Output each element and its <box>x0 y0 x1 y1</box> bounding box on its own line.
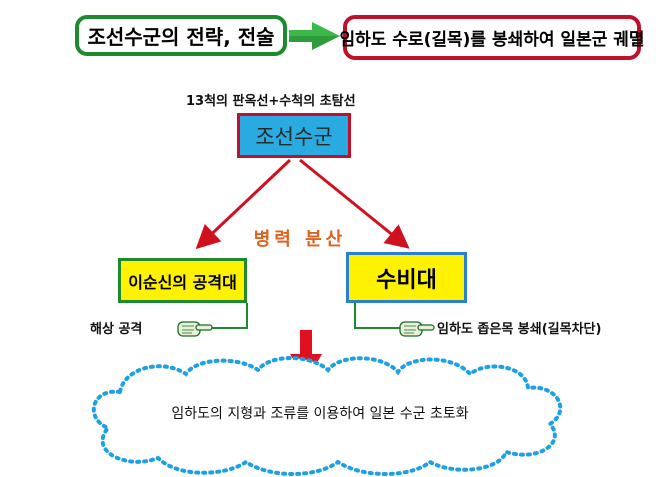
defense-note: 임하도 좁은목 봉쇄(길목차단) <box>437 322 602 337</box>
attack-connector <box>210 303 248 329</box>
defense-connector <box>354 303 400 329</box>
attack-label: 이순신의 공격대 <box>128 272 237 292</box>
strategy-box: 조선수군의 전략, 전술 <box>75 15 287 56</box>
result-cloud <box>91 356 563 476</box>
defense-label: 수비대 <box>376 267 437 293</box>
split-label: 병력 분산 <box>253 229 347 250</box>
green-arrow-icon <box>289 22 340 50</box>
down-arrow-icon <box>290 330 322 382</box>
fleet-caption: 13척의 판옥선+수척의 초탐선 <box>186 94 356 109</box>
attack-box: 이순신의 공격대 <box>118 258 247 303</box>
strategy-text: 조선수군의 전략, 전술 <box>87 25 275 49</box>
pointing-hand-icon <box>177 321 213 337</box>
result-text: 임하도의 지형과 조류를 이용하여 일본 수군 초토화 <box>171 406 469 422</box>
fleet-label: 조선수군 <box>255 124 333 149</box>
defense-box: 수비대 <box>346 252 467 303</box>
fleet-box: 조선수군 <box>237 113 351 158</box>
goal-box: 임하도 수로(길목)를 봉쇄하여 일본군 궤멸 <box>339 15 645 60</box>
split-arrow-left <box>195 158 292 250</box>
pointing-hand-icon <box>399 321 435 337</box>
attack-note: 해상 공격 <box>90 322 143 337</box>
split-arrow-right <box>299 158 410 249</box>
goal-text: 임하도 수로(길목)를 봉쇄하여 일본군 궤멸 <box>339 30 645 50</box>
